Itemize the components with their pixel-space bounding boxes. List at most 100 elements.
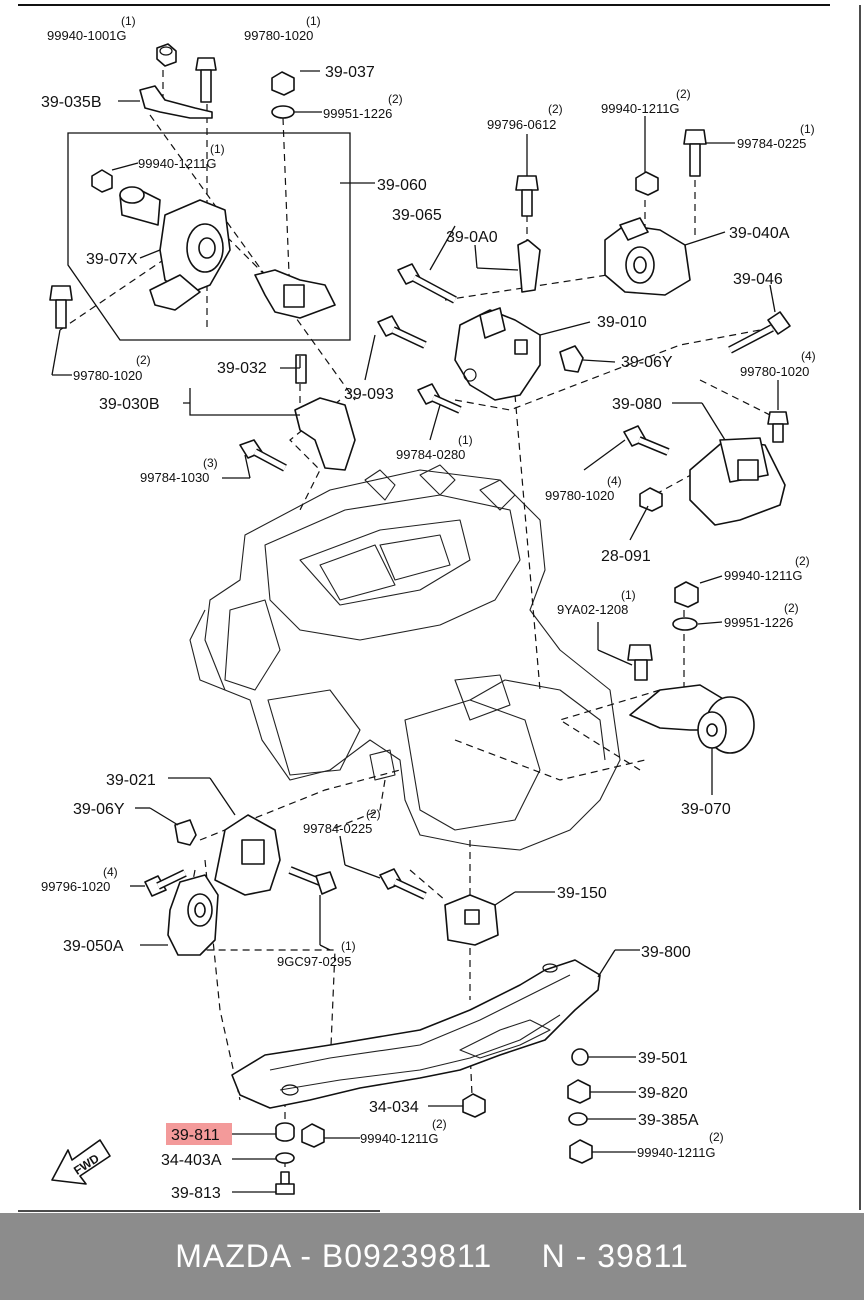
nut-icon xyxy=(156,43,177,67)
qty-label: (4) xyxy=(607,474,622,488)
fastener-part-number: 99784-0225 xyxy=(303,821,372,836)
label-39-040A: 39-040A xyxy=(729,225,790,242)
engine-block-outline xyxy=(189,464,621,851)
highlight-box xyxy=(166,1123,232,1145)
label-39-06Y-bottom: 39-06Y xyxy=(73,801,125,818)
label-39-060: 39-060 xyxy=(377,177,427,194)
label-39-385A: 39-385A xyxy=(638,1112,699,1129)
label-39-800: 39-800 xyxy=(641,944,691,961)
label-39-080: 39-080 xyxy=(612,396,662,413)
nut-39-820-icon xyxy=(567,1079,591,1104)
fastener-part-number: 99796-1020 xyxy=(41,879,110,894)
mount-39-040A-icon xyxy=(604,217,691,296)
fastener-part-number: 99940-1001G xyxy=(47,28,127,43)
label-39-093: 39-093 xyxy=(344,386,394,403)
qty-label: (1) xyxy=(121,14,136,28)
fwd-arrow-icon: FWD xyxy=(51,1139,111,1185)
qty-label: (2) xyxy=(388,92,403,106)
fastener-part-number: 9YA02-1208 xyxy=(557,602,628,617)
bolt-icon xyxy=(767,411,789,443)
qty-label: (4) xyxy=(801,349,816,363)
fastener-part-number: 99784-1030 xyxy=(140,470,209,485)
qty-label: (2) xyxy=(676,87,691,101)
fastener-labels: (1) 99940-1001G (1) 99780-1020 (2) 99951… xyxy=(41,14,816,1160)
label-39-037: 39-037 xyxy=(325,64,375,81)
bracket-39-0A0-icon xyxy=(517,239,541,293)
label-39-813: 39-813 xyxy=(171,1185,221,1202)
qty-label: (1) xyxy=(341,939,356,953)
label-39-501: 39-501 xyxy=(638,1050,688,1067)
bolt-icon xyxy=(683,129,707,177)
bolt-icon xyxy=(49,285,73,329)
bolt-icon xyxy=(195,57,217,103)
qty-label: (3) xyxy=(203,456,218,470)
cap-39-501-icon xyxy=(571,1048,589,1066)
fastener-part-number: 99940-1211G xyxy=(724,568,803,583)
bolt-icon xyxy=(288,866,337,895)
fastener-part-number: 99940-1211G xyxy=(601,101,680,116)
label-39-032: 39-032 xyxy=(217,360,267,377)
fastener-part-number: 99940-1211G xyxy=(360,1131,439,1146)
qty-label: (2) xyxy=(709,1130,724,1144)
bolt-39-093-icon xyxy=(377,315,427,349)
bracket-39-010-icon xyxy=(454,307,541,401)
qty-label: (1) xyxy=(621,588,636,602)
fastener-part-number: 99940-1211G xyxy=(138,156,217,171)
washer-34-403A-icon xyxy=(275,1152,295,1164)
label-39-150: 39-150 xyxy=(557,885,607,902)
label-39-021: 39-021 xyxy=(106,772,156,789)
bushing-39-811-icon xyxy=(275,1122,295,1142)
label-39-065: 39-065 xyxy=(392,207,442,224)
mount-39-080-icon xyxy=(689,437,786,526)
label-39-820: 39-820 xyxy=(638,1085,688,1102)
bracket-39-030B-icon xyxy=(294,397,356,471)
part-labels: 39-035B 39-037 39-060 39-07X 39-065 39-0… xyxy=(41,64,790,1202)
label-39-035B: 39-035B xyxy=(41,94,102,111)
bolt-39-813-icon xyxy=(275,1171,295,1195)
qty-label: (1) xyxy=(306,14,321,28)
qty-label: (2) xyxy=(366,807,381,821)
nut-34-034-icon xyxy=(462,1093,486,1118)
nut-28-091-icon xyxy=(639,487,663,512)
qty-label: (1) xyxy=(800,122,815,136)
bolt-icon xyxy=(144,869,187,897)
fastener-part-number: 99780-1020 xyxy=(73,368,142,383)
clip-39-06Y-icon xyxy=(559,345,584,373)
bolt-39-065-icon xyxy=(397,263,457,304)
label-39-010: 39-010 xyxy=(597,314,647,331)
label-39-046: 39-046 xyxy=(733,271,783,288)
fastener-part-number: 99780-1020 xyxy=(545,488,614,503)
nut-icon xyxy=(635,171,659,196)
fastener-part-number: 99951-1226 xyxy=(724,615,793,630)
crossmember-39-800-icon xyxy=(231,959,601,1109)
bracket-39-021-icon xyxy=(214,814,281,896)
bracket-39-150-icon xyxy=(444,894,499,946)
mount-39-070-icon xyxy=(629,684,755,754)
nut-icon xyxy=(569,1139,593,1164)
label-39-070: 39-070 xyxy=(681,801,731,818)
fastener-part-number: 99780-1020 xyxy=(244,28,313,43)
leader-lines xyxy=(51,70,779,1193)
footer-caption: MAZDA - B09239811 N - 39811 xyxy=(175,1238,689,1274)
bolt-icon xyxy=(239,439,287,472)
fastener-part-number: 99940-1211G xyxy=(637,1145,716,1160)
qty-label: (2) xyxy=(548,102,563,116)
mount-39-050A-icon xyxy=(167,874,219,956)
bolt-39-046-icon xyxy=(728,311,791,354)
qty-label: (2) xyxy=(784,601,799,615)
label-39-811: 39-811 xyxy=(171,1127,220,1144)
fastener-part-number: 9GC97-0295 xyxy=(277,954,351,969)
label-34-403A: 34-403A xyxy=(161,1152,222,1169)
bolt-icon xyxy=(627,644,653,681)
fastener-part-number: 99780-1020 xyxy=(740,364,809,379)
fastener-part-number: 99796-0612 xyxy=(487,117,556,132)
washer-icon xyxy=(271,105,295,119)
footer-bar xyxy=(0,1213,864,1300)
bracket-39-035B-icon xyxy=(139,85,213,119)
qty-label: (4) xyxy=(103,865,118,879)
assembly-lines xyxy=(59,70,781,1180)
fastener-part-number: 99784-0280 xyxy=(396,447,465,462)
fastener-part-number: 99784-0225 xyxy=(737,136,806,151)
nut-icon xyxy=(674,581,699,608)
qty-label: (2) xyxy=(432,1117,447,1131)
